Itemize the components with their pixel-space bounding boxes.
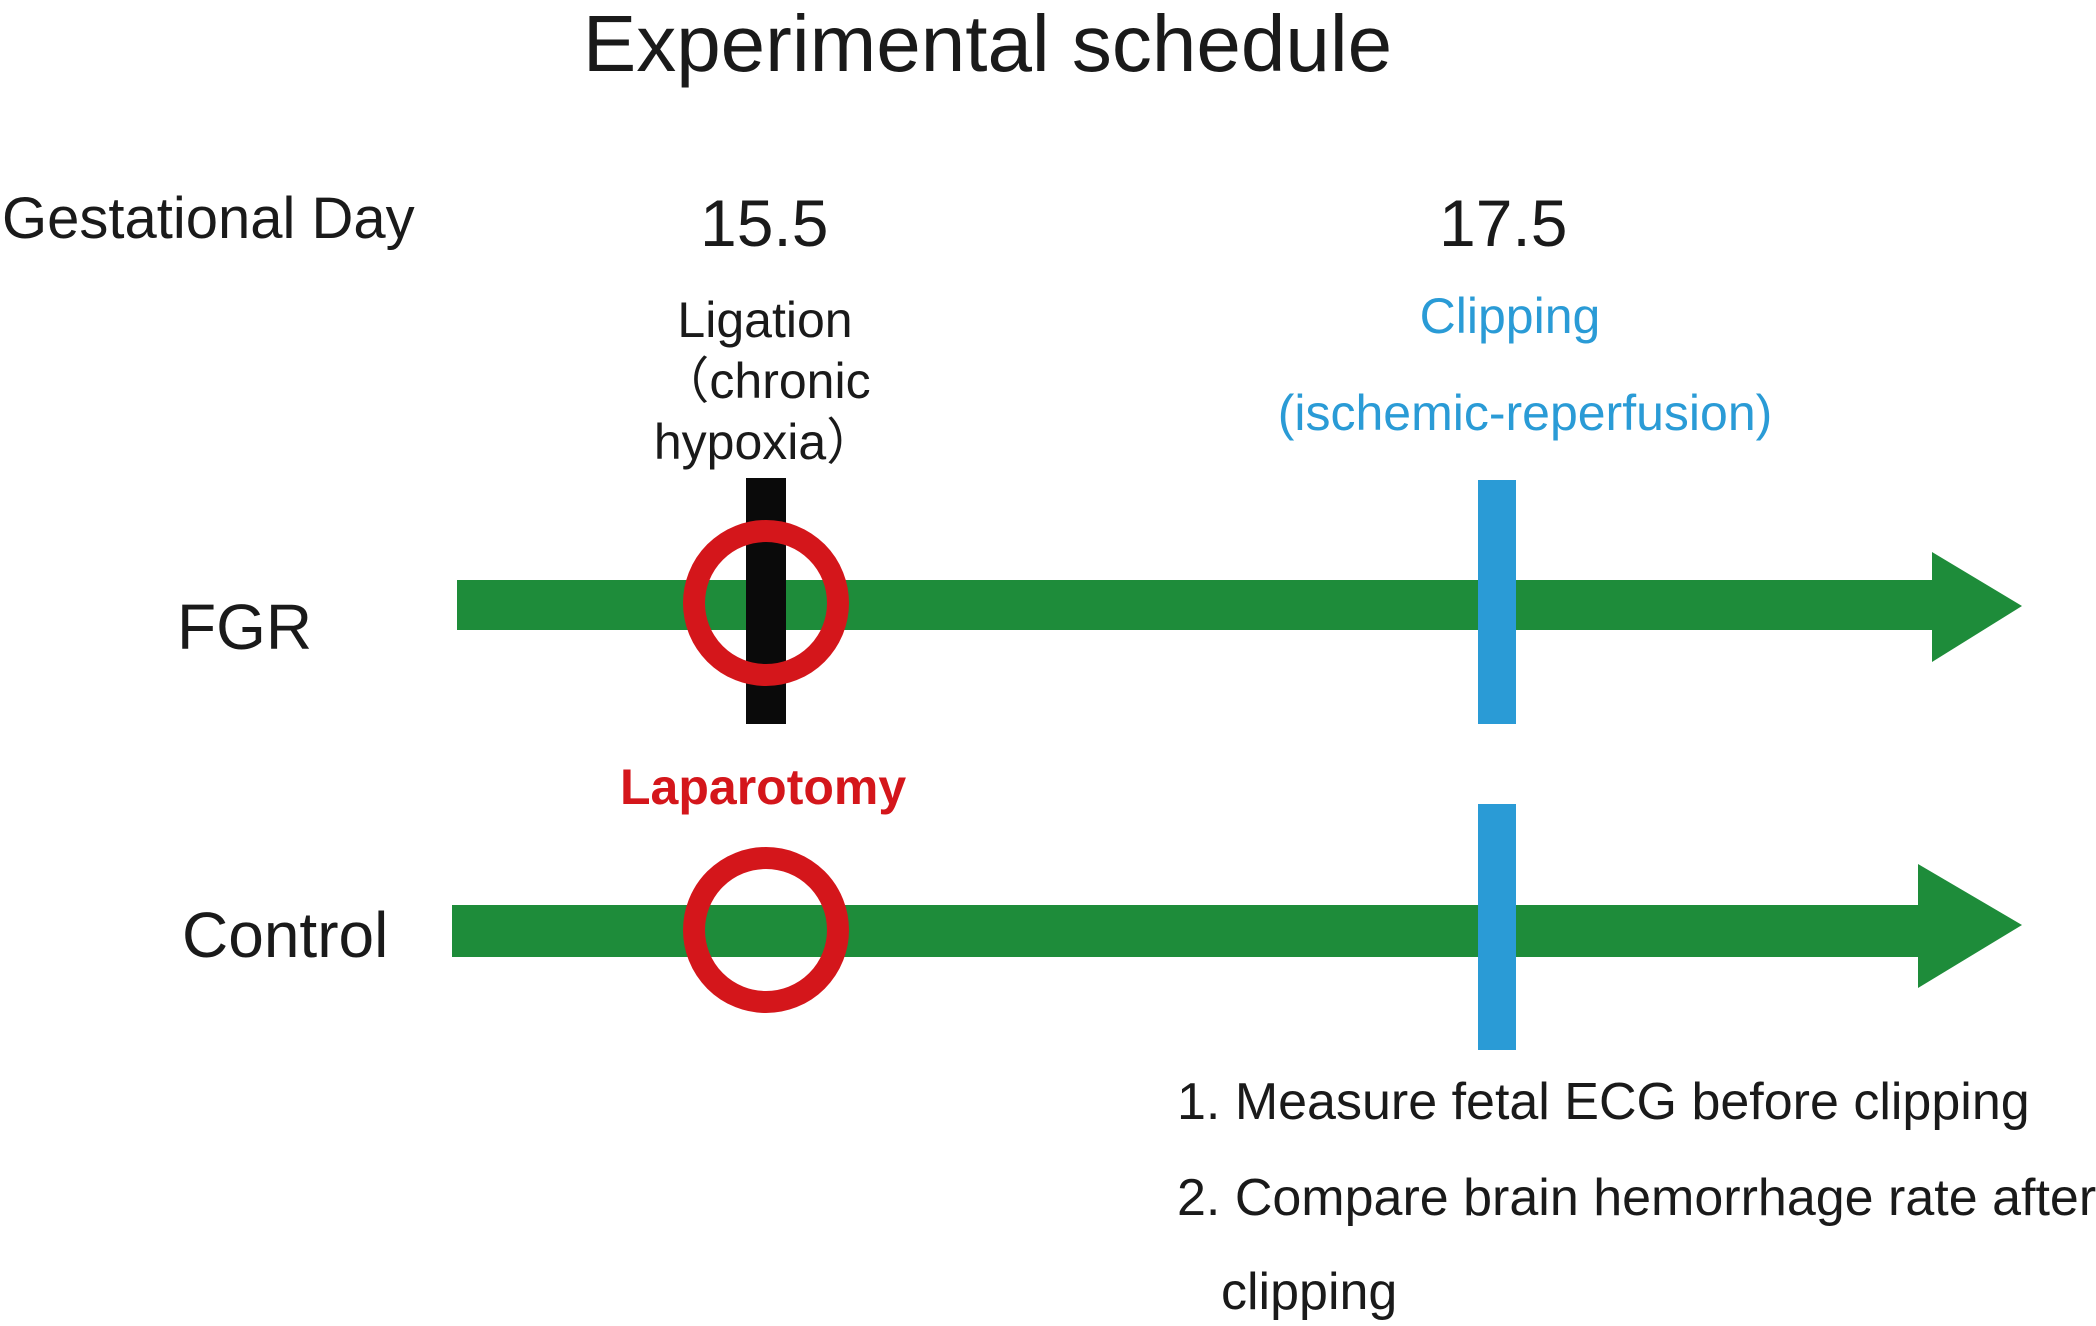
ligation-event-label: Ligation （chronic hypoxia） — [575, 290, 955, 473]
note-item-2-continued: clipping — [1221, 1263, 1398, 1321]
ligation-title: Ligation — [677, 292, 853, 348]
laparotomy-ring-control — [683, 847, 849, 1013]
day-17-5-label: 17.5 — [1439, 186, 1568, 260]
clipping-title: Clipping — [1419, 288, 1601, 344]
note-item-2: 2. Compare brain hemorrhage rate after — [1177, 1169, 2096, 1227]
day-15-5-label: 15.5 — [700, 186, 829, 260]
laparotomy-label: Laparotomy — [620, 759, 907, 815]
diagram-title: Experimental schedule — [582, 0, 1393, 88]
ligation-marker — [746, 478, 786, 724]
clipping-subtitle: (ischemic-reperfusion) — [1277, 385, 1773, 441]
laparotomy-ring-fgr — [683, 520, 849, 686]
note-item-1: 1. Measure fetal ECG before clipping — [1177, 1073, 2030, 1131]
gestational-day-label: Gestational Day — [2, 186, 415, 251]
clipping-marker-control — [1478, 804, 1516, 1050]
control-group-label: Control — [182, 899, 389, 971]
clipping-marker-fgr — [1478, 480, 1516, 724]
ligation-subtitle: （chronic hypoxia） — [653, 353, 877, 470]
fgr-group-label: FGR — [177, 591, 313, 663]
